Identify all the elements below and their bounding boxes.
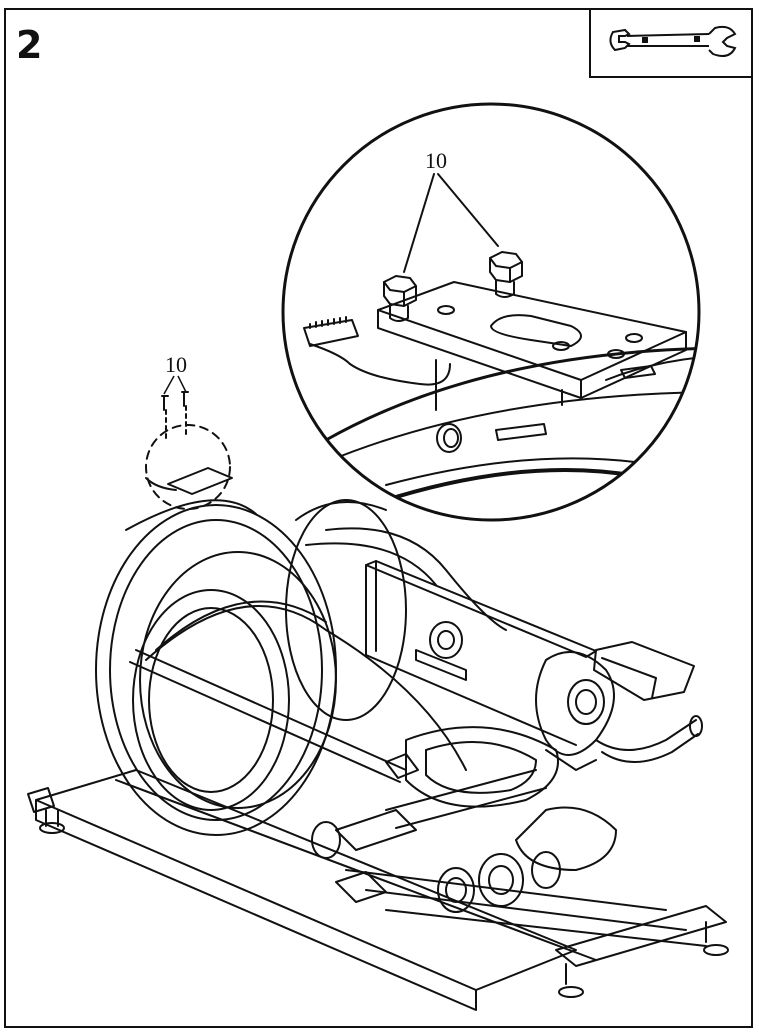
step-number: 2 (16, 23, 43, 67)
bracket-plate (377, 281, 687, 399)
detail-callout-circle (145, 424, 231, 510)
detail-magnifier (281, 102, 701, 522)
elliptical-machine (27, 391, 729, 1011)
bolt-left (383, 275, 417, 322)
tool-box (589, 8, 753, 78)
instruction-sheet: 2 (4, 8, 753, 1028)
wire-connector (303, 316, 451, 386)
detail-part-label: 10 (425, 148, 447, 173)
assembly-drawing: 10 10 (27, 102, 729, 1011)
main-part-label: 10 (165, 352, 187, 377)
bolt-right (489, 251, 523, 298)
wrench-icon (609, 25, 737, 57)
